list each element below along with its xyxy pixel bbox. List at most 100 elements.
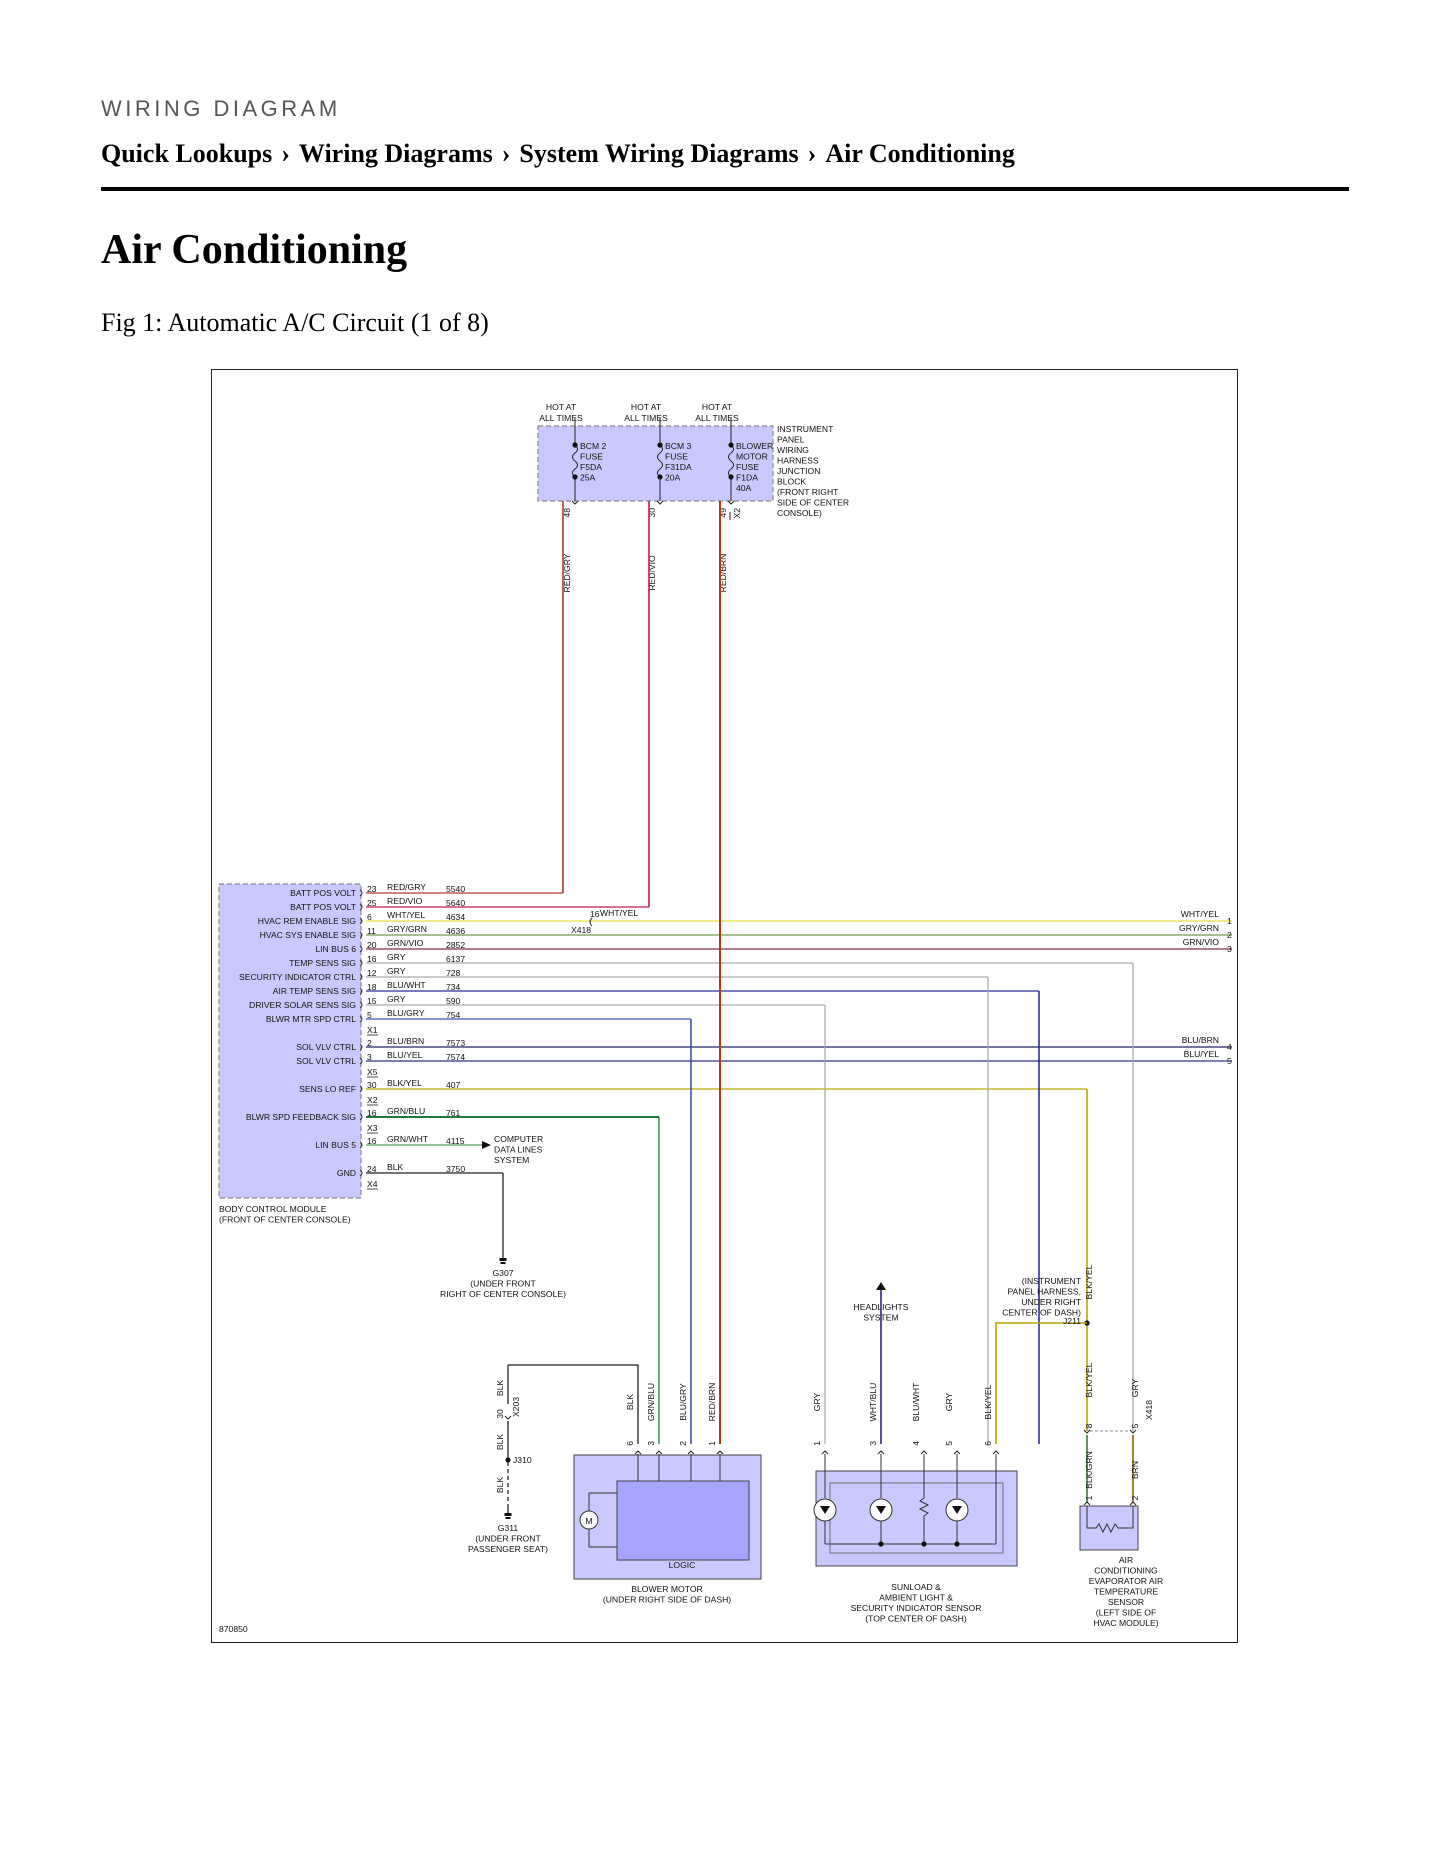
bcm-pin-number: 3 — [367, 1052, 372, 1062]
evap-sensor-label: HVAC MODULE) — [1093, 1618, 1158, 1628]
offpage-wire-label: GRY/GRN — [1179, 923, 1219, 933]
bcm-pin-name: HVAC REM ENABLE SIG — [258, 916, 357, 926]
evap-sensor-label: CONDITIONING — [1094, 1566, 1158, 1576]
page-title: Air Conditioning — [101, 227, 408, 273]
offpage-wire-label: BLU/BRN — [1182, 1035, 1219, 1045]
wire-color-label: GRY/GRN — [387, 924, 427, 934]
breadcrumb-air-conditioning[interactable]: Air Conditioning — [825, 139, 1015, 168]
computer-data-lines-label: SYSTEM — [494, 1155, 529, 1165]
bcm-connector-label: X4 — [367, 1179, 378, 1189]
wiring-diagram: INSTRUMENTPANELWIRINGHARNESSJUNCTIONBLOC… — [218, 402, 1232, 1634]
connector-chevron-icon — [1129, 1501, 1137, 1506]
bcm-pin-name: GND — [337, 1168, 356, 1178]
bcm-connector-icon — [359, 973, 363, 981]
wire-color-label: RED/GRY — [562, 553, 572, 592]
bcm-pin-name: LIN BUS 5 — [315, 1140, 356, 1150]
wire-color-label: GRY — [944, 1392, 954, 1411]
sunload-sensor-label: SUNLOAD & — [891, 1582, 941, 1592]
sunload-junction-dot — [921, 1541, 927, 1547]
connector-chevron-icon — [634, 1450, 642, 1455]
bcm-pin-number: 16 — [367, 1108, 377, 1118]
wire-color-label: GRN/VIO — [387, 938, 424, 948]
motor-lead — [588, 1492, 617, 1548]
breadcrumb-wiring-diagrams[interactable]: Wiring Diagrams — [298, 139, 493, 168]
hot-at-all-times-label: ALL TIMES — [695, 413, 739, 423]
bcm-pin-number: 30 — [367, 1080, 377, 1090]
breadcrumb-quick-lookups[interactable]: Quick Lookups — [101, 139, 273, 168]
connector-chevron-icon — [687, 1450, 695, 1455]
fuse-terminal-dot — [728, 442, 734, 448]
figure-id: 870850 — [219, 1624, 248, 1634]
fuse-block-label: WIRING — [777, 445, 809, 455]
hot-at-all-times-label: ALL TIMES — [624, 413, 668, 423]
bcm-connector-label: X1 — [367, 1025, 378, 1035]
wire-color-label: GRN/BLU — [646, 1383, 656, 1421]
bcm-connector-icon — [359, 1085, 363, 1093]
bcm-connector-icon — [359, 959, 363, 967]
photodiode-icon — [952, 1506, 962, 1514]
evap-pin-number: 5 — [1130, 1423, 1140, 1428]
fuse-label: 40A — [736, 483, 752, 493]
fuse-label: FUSE — [665, 452, 688, 462]
motor-symbol: M — [585, 1516, 592, 1526]
connector-chevron-icon — [821, 1450, 829, 1455]
j211-label: PANEL HARNESS, — [1007, 1287, 1081, 1297]
breadcrumb-separator: › — [807, 139, 817, 168]
bcm-label: (FRONT OF CENTER CONSOLE) — [219, 1215, 351, 1225]
connector-chevron-icon — [1083, 1501, 1091, 1506]
wire-color-label: BLK — [495, 1434, 505, 1451]
circuit-number: 7573 — [446, 1038, 465, 1048]
fuse-terminal-dot — [572, 442, 578, 448]
ground-connector-pin: 30 — [495, 1409, 505, 1419]
evap-pin-number: 1 — [1084, 1495, 1094, 1500]
wire-color-label: BLU/BRN — [387, 1036, 424, 1046]
header-divider — [101, 187, 1349, 191]
j211-label: (INSTRUMENT — [1022, 1276, 1082, 1286]
fuse-label: 25A — [580, 473, 596, 483]
circuit-number: 728 — [446, 968, 461, 978]
fuse-label: BLOWER — [736, 441, 773, 451]
bcm-pin-name: SOL VLV CTRL — [296, 1056, 356, 1066]
fuse-block-label: JUNCTION — [777, 466, 820, 476]
breadcrumb-system-wiring-diagrams[interactable]: System Wiring Diagrams — [519, 139, 799, 168]
fuse-block-label: BLOCK — [777, 477, 806, 487]
fuse-label: BCM 2 — [580, 441, 606, 451]
fuse-block-label: (FRONT RIGHT — [777, 487, 839, 497]
offpage-reference-number: 5 — [1227, 1056, 1232, 1066]
wire-color-label: GRY — [387, 966, 406, 976]
g307-ground-label: RIGHT OF CENTER CONSOLE) — [440, 1289, 566, 1299]
breadcrumb-separator: › — [281, 139, 290, 168]
sunload-sensor-label: SECURITY INDICATOR SENSOR — [851, 1603, 982, 1613]
evap-pin-number: 2 — [1130, 1495, 1140, 1500]
sunload-pin-number: 3 — [868, 1441, 878, 1446]
bcm-pin-number: 20 — [367, 940, 377, 950]
offpage-reference-number: 2 — [1227, 930, 1232, 940]
bcm-pin-number: 23 — [367, 884, 377, 894]
j310-splice-dot — [505, 1457, 511, 1463]
fuse-label: MOTOR — [736, 452, 768, 462]
bcm-connector-label: X5 — [367, 1067, 378, 1077]
circuit-number: 761 — [446, 1108, 461, 1118]
ground-icon — [500, 1262, 506, 1264]
bcm-connector-icon — [359, 1057, 363, 1065]
fuse-label: F1DA — [736, 473, 758, 483]
bcm-pin-name: TEMP SENS SIG — [289, 958, 356, 968]
bcm-pin-number: 16 — [367, 954, 377, 964]
bcm-pin-name: DRIVER SOLAR SENS SIG — [249, 1000, 356, 1010]
j211-label: UNDER RIGHT — [1021, 1297, 1081, 1307]
blower-pin-number: 3 — [646, 1441, 656, 1446]
bcm-connector-icon — [359, 1043, 363, 1051]
circuit-number: 5640 — [446, 898, 465, 908]
evap-sensor-label: AIR — [1119, 1555, 1133, 1565]
sunload-pin-number: 6 — [983, 1441, 993, 1446]
fuse-icon — [572, 444, 578, 478]
bcm-pin-name: SECURITY INDICATOR CTRL — [239, 972, 356, 982]
connector-chevron-icon — [1083, 1429, 1091, 1434]
fuse-label: FUSE — [580, 452, 603, 462]
bcm-connector-icon — [359, 889, 363, 897]
arrow-up-icon — [876, 1282, 886, 1290]
j310-label: J310 — [513, 1455, 532, 1465]
sunload-junction-dot — [878, 1541, 884, 1547]
photodiode-icon — [820, 1506, 830, 1514]
circuit-number: 4634 — [446, 912, 465, 922]
